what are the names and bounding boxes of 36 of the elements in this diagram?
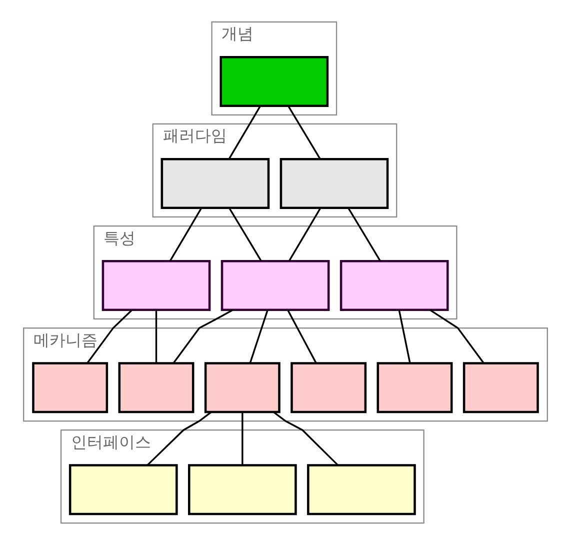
node-box: [160, 158, 270, 209]
connector: [429, 309, 484, 364]
node-box: [68, 464, 178, 516]
connector: [272, 412, 338, 466]
node-box: [118, 362, 194, 414]
connector: [347, 208, 380, 262]
cluster: 특성: [92, 225, 457, 320]
connector: [286, 310, 316, 364]
cluster: 인터페이스: [60, 430, 424, 524]
connector: [172, 309, 233, 364]
node-box: [290, 362, 366, 414]
connector: [228, 208, 262, 262]
connector: [228, 106, 260, 160]
node-box: [279, 158, 388, 209]
connector: [146, 412, 212, 466]
cluster: 개념: [210, 21, 337, 116]
node-box: [32, 362, 108, 414]
connector: [398, 310, 410, 364]
connector: [248, 310, 268, 364]
node-box: [462, 362, 538, 414]
connector: [241, 412, 243, 465]
connector: [287, 106, 320, 160]
node-box: [188, 464, 296, 516]
node-box: [219, 56, 328, 107]
connector: [154, 310, 157, 363]
node-box: [306, 464, 416, 516]
connector: [86, 310, 132, 364]
node-box: [220, 260, 330, 312]
connector: [168, 208, 202, 262]
cluster: 패러다임: [152, 123, 397, 218]
cluster: 메카니즘: [22, 327, 548, 422]
node-box: [339, 260, 448, 312]
connector: [288, 208, 321, 262]
node-box: [376, 362, 452, 414]
node-box: [204, 362, 280, 414]
node-box: [101, 260, 210, 312]
